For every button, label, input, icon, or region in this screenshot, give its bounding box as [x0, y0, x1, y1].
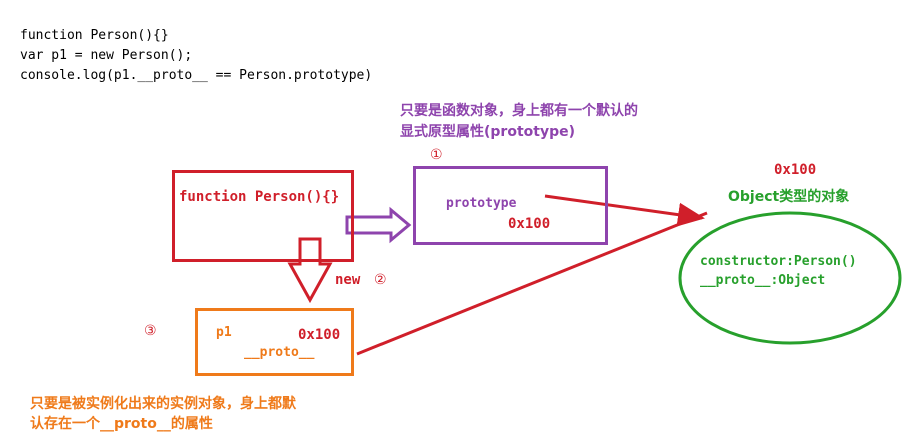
code-line-2: var p1 = new Person(); — [20, 48, 193, 63]
note-bottom-line-1: 只要是被实例化出来的实例对象，身上都默 — [30, 396, 296, 412]
prototype-address: 0x100 — [508, 216, 551, 232]
instance-name: p1 — [216, 325, 232, 340]
marker-3: ③ — [144, 323, 157, 339]
prototype-label: prototype — [446, 196, 517, 211]
instance-p1-box — [195, 308, 354, 376]
object-proto: __proto__:Object — [700, 273, 826, 288]
marker-1: ① — [430, 147, 443, 163]
object-address: 0x100 — [774, 162, 817, 178]
marker-2: ② — [374, 272, 387, 288]
code-line-1: function Person(){} — [20, 28, 169, 43]
object-type-label: Object类型的对象 — [728, 189, 850, 205]
note-bottom-line-2: 认存在一个__proto__的属性 — [30, 416, 213, 432]
code-line-3: console.log(p1.__proto__ == Person.proto… — [20, 68, 373, 83]
note-top-line-2: 显式原型属性(prototype) — [400, 124, 575, 140]
note-top-line-1: 只要是函数对象，身上都有一个默认的 — [400, 103, 638, 119]
function-person-box — [172, 170, 354, 262]
object-constructor: constructor:Person() — [700, 254, 857, 269]
new-label: new — [335, 272, 361, 288]
instance-address: 0x100 — [298, 327, 341, 343]
function-to-prototype-arrow — [345, 206, 412, 244]
prototype-box — [413, 166, 608, 245]
function-person-label: function Person(){} — [179, 189, 340, 205]
instance-proto-label: __proto__ — [244, 345, 315, 360]
